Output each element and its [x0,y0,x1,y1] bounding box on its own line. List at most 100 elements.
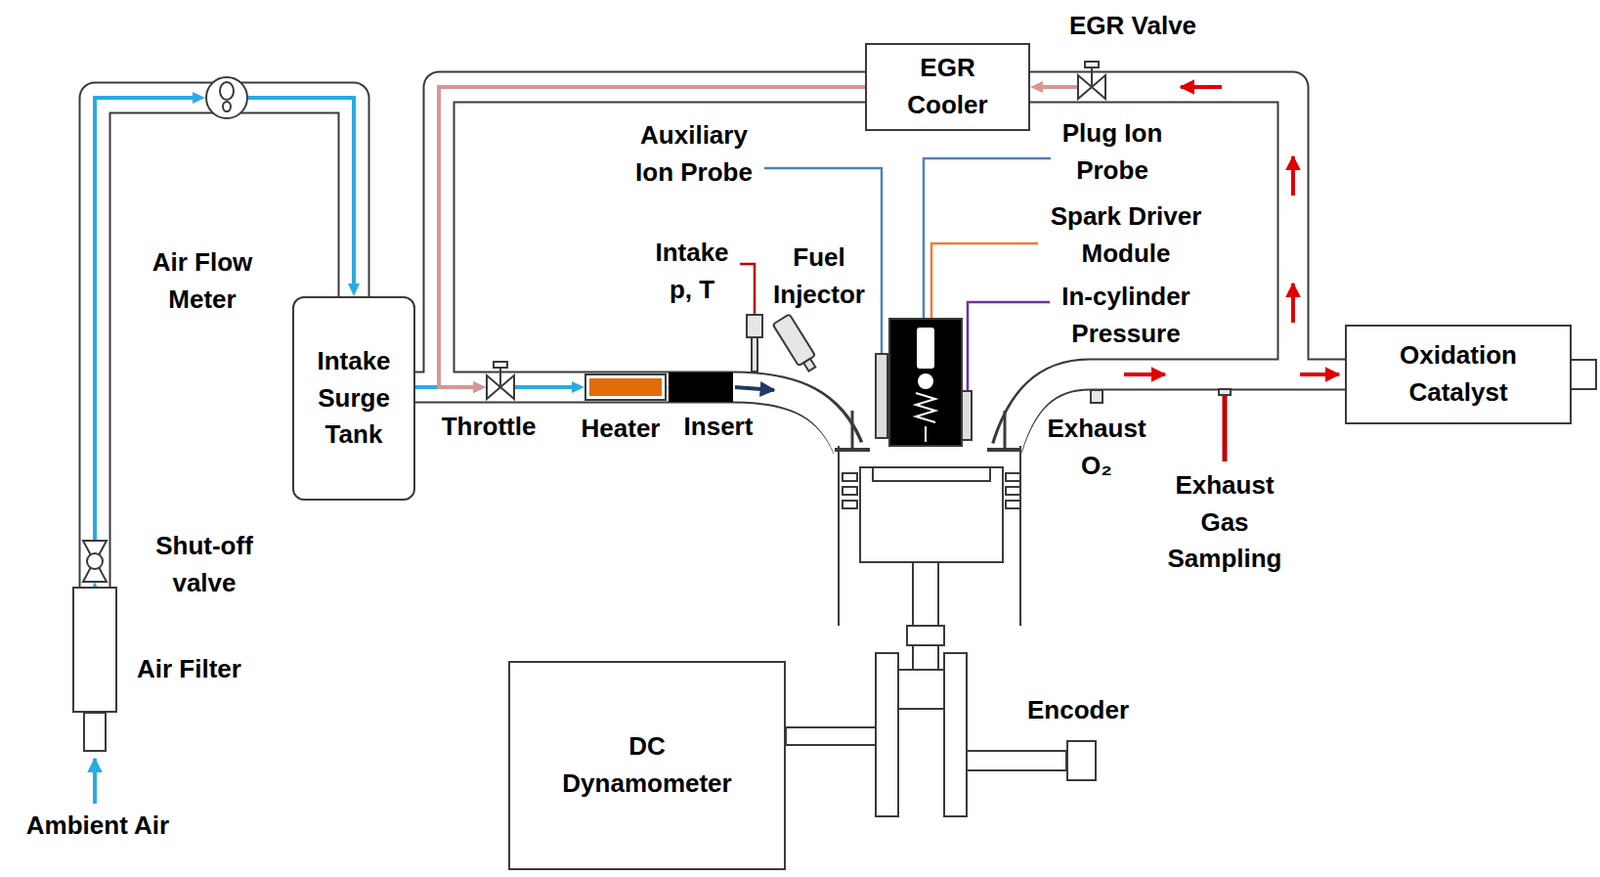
cylinder-part [842,486,858,495]
crank-train-part [898,669,945,709]
flow-arrows-part [1180,85,1222,89]
flow-connector [515,381,585,393]
annotation-label: Auxiliary Ion Probe [625,117,763,191]
flow-arrows-part [1124,372,1166,377]
node-label: Encoder [1027,691,1129,730]
cylinder-part [842,500,858,509]
small-sensors-part [1090,389,1103,403]
meter-symbol [205,76,249,120]
flow-arrows-part [1291,156,1296,196]
cylinder-part [834,447,870,452]
cylinder-head-part [961,390,972,440]
crank-train-part [944,652,967,817]
node-label: Shut-off valve [143,527,266,602]
shutoff-valve: Shut-off valve [80,540,110,582]
dynamometer: DC Dynamometer [508,660,786,870]
small-sensors-part [746,314,763,338]
encoder: Encoder [1066,739,1097,781]
cylinder-part [1005,500,1021,509]
annotation-label: Fuel Injector [765,239,873,313]
flow-connector [94,91,206,541]
valve-symbol [485,374,516,400]
ball-symbol [80,540,110,582]
node-label: Oxidation Catalyst [1373,337,1545,411]
valve-stem [1090,66,1093,87]
crank-train [785,562,1067,817]
pipe-bore-part [438,86,1294,388]
crank-train-part [912,562,939,670]
pipe-walls [94,86,1349,587]
small-sensors-part [751,337,758,372]
small-sensors-part-part [803,358,816,372]
heater-element [589,378,662,396]
node-label: Air Filter [136,650,242,689]
cylinder-part [860,467,1003,563]
insert: Insert [668,372,734,402]
cylinder-head [875,318,972,446]
crank-train-part [907,625,945,646]
egr-valve: EGR Valve [1077,74,1107,100]
cylinder-part [842,473,858,481]
flow-connector [1030,81,1078,93]
flow-connector [248,97,360,297]
surge-tank: Intake Surge Tank [292,296,416,501]
spark-plug-part [917,373,934,390]
valve-actuator [493,361,508,368]
small-sensors-part [1218,389,1231,395]
node-label: Intake Surge Tank [299,343,409,454]
small-sensors-part-part [773,313,816,366]
cylinder-part [1003,410,1007,448]
cylinder-part [872,467,991,481]
air-filter: Air Filter [72,586,118,713]
annotation-label: Plug Ion Probe [1051,115,1174,189]
catalyst-outlet-part [1569,359,1597,390]
node-label: Air Flow Meter [136,244,269,318]
node-label: Throttle [441,408,537,446]
egr-cooler: EGR Cooler [864,43,1031,130]
sensor-leaders-part [931,243,1038,321]
annotation-label: Intake p, T [646,234,739,308]
air-flow-meter: Air Flow Meter [205,76,249,120]
annotation-label: Spark Driver Module [1037,198,1214,272]
crank-train-part [966,750,1067,771]
meter-lobe [219,82,234,100]
cylinder-head-part [889,318,962,446]
heater: Heater [584,373,667,401]
filter-inlet [84,712,106,751]
pipe-walls-part [438,86,1294,388]
valve-ball [86,553,103,569]
annotation-label: Ambient Air [26,807,170,845]
meter-lobe [222,101,231,112]
oxidation-catalyst: Oxidation Catalyst [1344,324,1572,425]
cylinder-part [1005,473,1021,481]
flow-connector [438,86,865,393]
sensor-leaders-part [1222,389,1228,462]
catalyst-outlet [1569,359,1597,390]
connector-line [94,97,195,541]
crank-train-part [875,652,899,817]
crank-train-part [785,727,876,745]
valve-stem [499,366,502,388]
annotation-label: Exhaust Gas Sampling [1164,467,1287,578]
valve-actuator [1084,61,1099,68]
node-label: Heater [581,410,661,448]
node-label: DC Dynamometer [557,728,738,802]
node-label: EGR Valve [1069,7,1197,45]
spark-plug-part [915,392,936,423]
cylinder-part [1005,486,1021,495]
flow-arrows-part [1299,372,1340,377]
node-label: Insert [684,408,754,446]
node-label: EGR Cooler [889,49,1007,124]
annotation-label: Exhaust O₂ [1040,410,1154,484]
sensor-leaders-part [923,158,1051,321]
spark-plug-part [924,426,927,442]
sensor-leaders [739,158,1225,462]
filter-inlet-part [84,712,106,751]
cylinder-part [851,410,855,448]
throttle-valve: Throttle [485,374,516,400]
flow-arrows-part [735,387,775,390]
spark-plug-part [916,327,935,369]
